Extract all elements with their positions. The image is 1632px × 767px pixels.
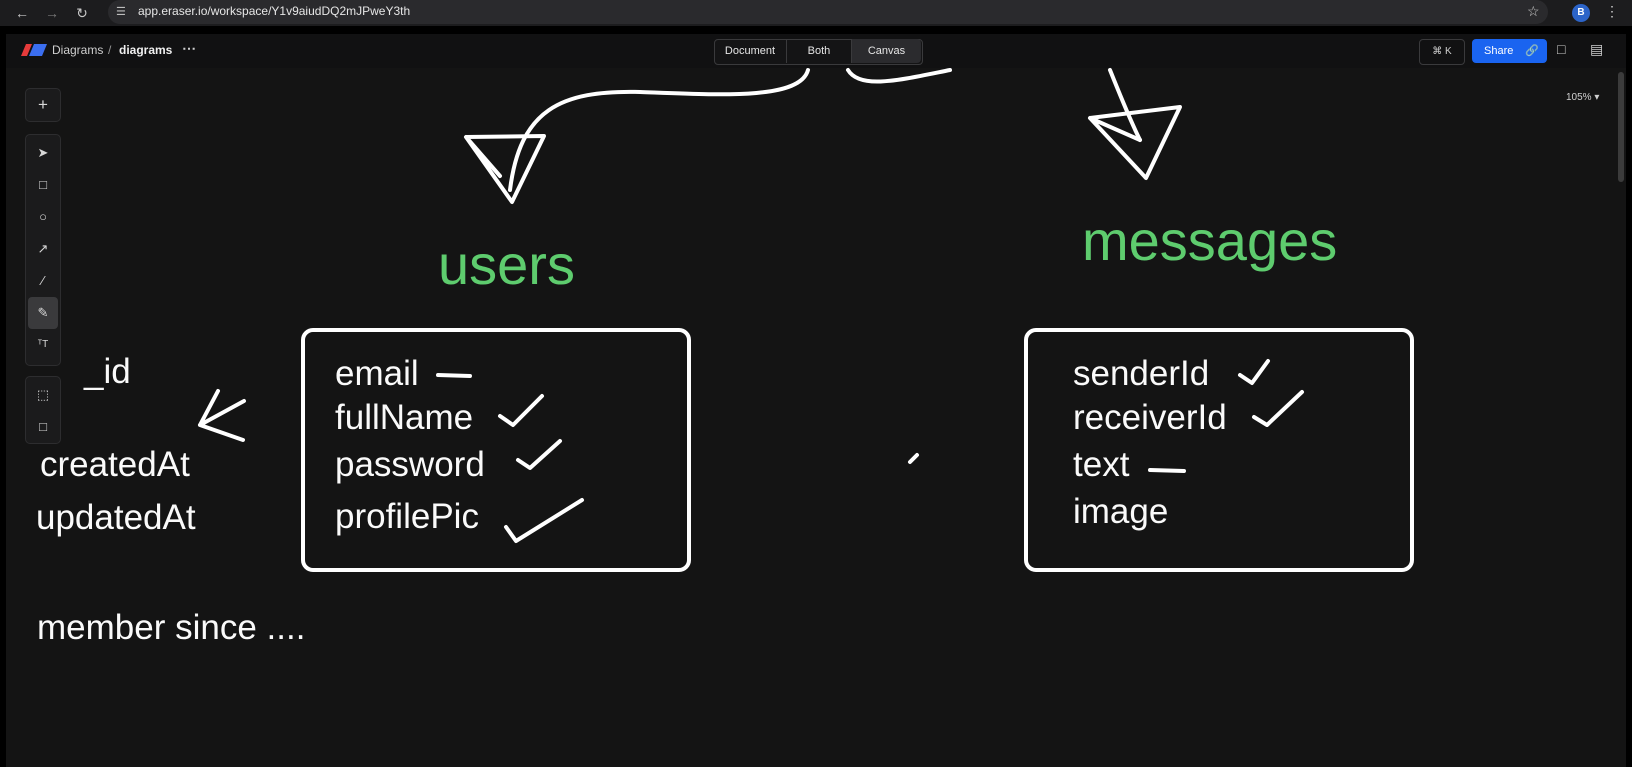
url-text[interactable]: app.eraser.io/workspace/Y1v9aiudDQ2mJPwe… [138,4,411,18]
address-bar[interactable] [108,0,1548,24]
rectangle-icon[interactable]: □ [39,177,47,192]
arrowhead-users [464,134,546,204]
email-dash [436,373,472,378]
back-icon[interactable]: ← [15,5,29,21]
arrow-to-messages [846,68,1142,142]
messages-field-receiverid[interactable]: receiverId [1073,398,1227,437]
users-field-email[interactable]: email [335,354,419,393]
comments-icon[interactable]: □ [1557,41,1566,57]
fullname-check [498,394,544,427]
more-vert-icon[interactable]: ⋮ [1605,3,1619,19]
stray-mark [908,453,919,464]
reload-icon[interactable]: ↻ [76,5,88,21]
frame-icon[interactable]: ⬚ [36,387,50,402]
file-more-icon[interactable]: ⋯ [182,40,196,56]
messages-table-box [1024,328,1414,572]
eraser-logo[interactable] [18,44,48,56]
drawing-toolbar: ➤ □ ○ ↗ ∕ ✎ ᵀT [25,134,61,366]
senderid-check [1238,359,1270,385]
id-group-arrow [198,389,246,442]
link-icon: 🔗 [1525,45,1539,57]
sidebar-panel-icon[interactable]: ▤ [1590,41,1604,57]
messages-field-text[interactable]: text [1073,445,1130,484]
arrow-icon[interactable]: ↗ [37,241,49,256]
users-field-fullname[interactable]: fullName [335,398,474,437]
text-dash [1148,468,1186,473]
share-button[interactable]: Share 🔗 [1472,39,1547,63]
messages-field-senderid[interactable]: senderId [1073,354,1210,393]
add-icon[interactable]: + [38,95,48,114]
messages-title[interactable]: messages [1082,209,1338,272]
password-check [516,439,562,470]
command-palette-button[interactable]: ⌘ K [1419,39,1465,65]
text-icon[interactable]: ᵀT [37,339,49,350]
misc-toolbar: ⬚ □ [25,376,61,444]
users-field-profilepic[interactable]: profilePic [335,497,479,536]
ellipse-icon[interactable]: ○ [39,209,47,224]
tab-canvas[interactable]: Canvas [852,39,921,63]
canvas[interactable] [6,68,1626,767]
pen-icon[interactable]: ✎ [28,297,58,329]
users-title[interactable]: users [438,233,575,296]
star-icon[interactable]: ☆ [1527,3,1540,19]
comment-tool-icon[interactable]: □ [39,419,47,434]
site-settings-icon[interactable]: ☰ [116,6,126,18]
share-label: Share [1484,45,1514,57]
created-at-label[interactable]: createdAt [40,445,190,484]
vertical-scrollbar[interactable] [1618,72,1624,182]
add-toolbar: + [25,88,61,122]
messages-field-image[interactable]: image [1073,492,1169,531]
arrowhead-messages [1088,105,1182,180]
member-since-label[interactable]: member since .... [37,608,306,647]
breadcrumb-file-name[interactable]: diagrams [119,43,173,57]
receiverid-check [1252,390,1304,427]
select-icon[interactable]: ➤ [37,145,49,160]
profilepic-check [504,498,584,543]
breadcrumb-separator: / [108,43,112,57]
users-field-password[interactable]: password [335,445,485,484]
breadcrumb-diagrams[interactable]: Diagrams [52,43,104,57]
users-table-box [301,328,691,572]
zoom-level[interactable]: 105% ▾ [1566,92,1600,103]
forward-icon[interactable]: → [45,5,59,21]
arrow-to-users [508,68,810,192]
id-label[interactable]: _id [84,352,131,391]
line-icon[interactable]: ∕ [41,273,45,288]
tab-document[interactable]: Document [714,39,787,63]
profile-avatar[interactable]: B [1572,4,1590,22]
tab-both[interactable]: Both [787,39,852,63]
updated-at-label[interactable]: updatedAt [36,498,196,537]
